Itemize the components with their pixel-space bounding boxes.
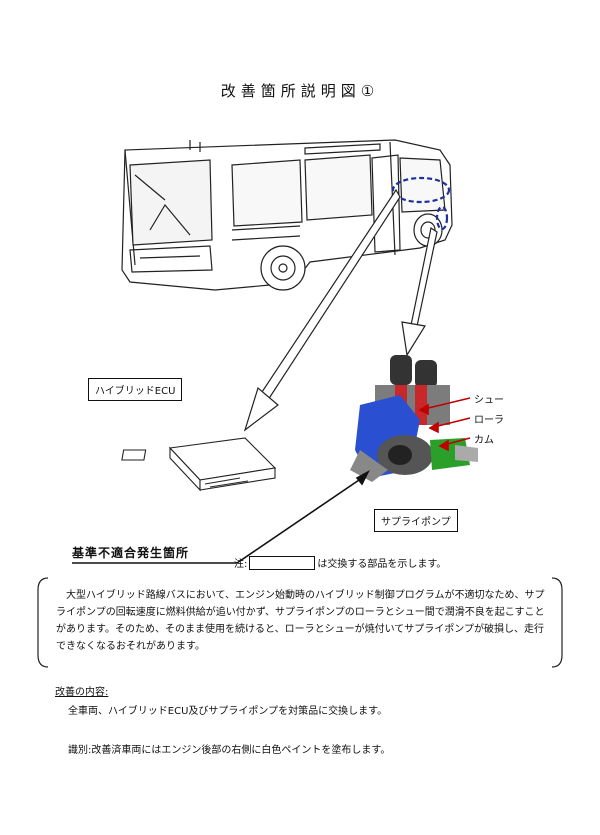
description-bracket [37,577,563,668]
bus-illustration [121,139,453,291]
roller-label: ローラ [474,415,504,426]
improvement-body: 全車両、ハイブリッドECU及びサプライポンプを対策品に交換します。 [68,706,388,717]
page-title: 改善箇所説明図① [220,82,380,100]
pump-label: サプライポンプ [374,509,458,532]
nonconforming-leader [72,470,370,564]
improvement-heading: 改善の内容: [55,687,109,698]
ecu-unit-illustration [121,437,277,492]
note-blank-box [249,555,316,570]
note-prefix: 注: [234,559,248,570]
cam-label: カム [474,435,494,446]
defect-description: 大型ハイブリッド路線バスにおいて、エンジン始動時のハイブリッド制御プログラムが不… [56,590,545,652]
highlight-ellipses [391,176,451,231]
note-suffix: は交換する部品を示します。 [317,559,447,570]
legend-note: 注: は交換する部品を示します。 [234,555,446,570]
part-pointer-arrows [418,397,471,452]
shoe-label: シュー [474,395,504,406]
supply-pump-cutaway-illustration [350,355,478,482]
ecu-label: ハイブリッドECU [88,378,183,401]
identification-text: 識別:改善済車両にはエンジン後部の右側に白色ペイントを塗布します。 [68,745,391,756]
nonconforming-location-label: 基準不適合発生箇所 [72,546,190,560]
callout-arrows [243,188,438,432]
